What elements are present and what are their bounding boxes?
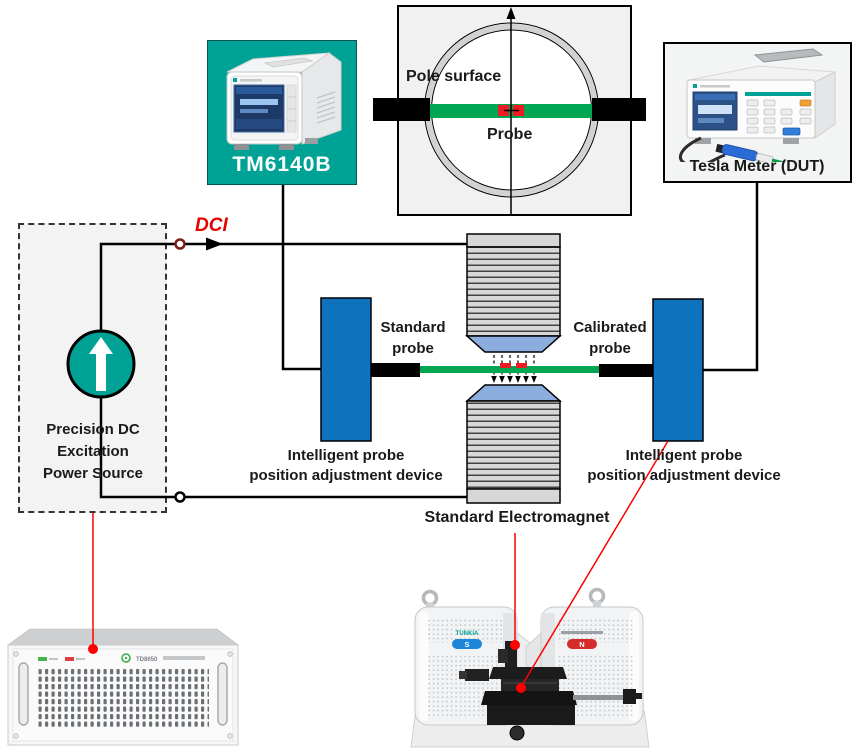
rack-screws	[13, 651, 233, 739]
probe-sensor-mark-right	[516, 363, 527, 368]
rack-brand-logo	[121, 653, 131, 663]
top-coil	[465, 233, 562, 353]
standard-probe-label: Standard probe	[380, 319, 446, 357]
tesla-meter-instrument-image	[678, 48, 837, 162]
calibrated-probe-label: Calibrated probe	[573, 319, 647, 357]
tesla-brand-mark	[693, 84, 697, 88]
probe-shaft	[420, 366, 599, 373]
eyebolt-left	[421, 589, 439, 607]
tesla-keypad-strip	[745, 92, 811, 96]
probe-sensor-mark-left	[500, 363, 511, 368]
wire-tm-to-left-adjuster	[281, 185, 321, 371]
tm-handle-slot	[263, 57, 314, 68]
south-pole-badge	[452, 639, 482, 649]
tesla-handle	[753, 48, 824, 63]
wire-right-adjuster-to-tesla	[703, 183, 759, 372]
dci-label: DCI	[195, 215, 228, 236]
right-adjuster-box	[652, 298, 704, 442]
field-line-arrows	[491, 355, 537, 383]
power-source-label: Precision DC Excitation Power Source	[42, 421, 144, 482]
rack-model-text: TD8650	[136, 657, 158, 663]
probe-holder-right	[599, 364, 653, 377]
top-pole-tip	[465, 335, 562, 353]
magnet-brand-text: TUNKIA	[456, 631, 479, 637]
rack-vent-grid	[37, 669, 209, 729]
terminal-negative	[174, 491, 186, 503]
alarm-led-red	[65, 657, 74, 661]
tesla-probe-cable	[678, 136, 726, 162]
tm-brand-mark	[233, 78, 237, 82]
bottom-coil	[465, 384, 562, 504]
left-adjuster-box	[320, 297, 372, 442]
svg-text:N: N	[579, 640, 584, 649]
tesla-keypad	[746, 99, 812, 134]
tm6140b-instrument-image	[226, 52, 342, 150]
right-adjuster-label: Intelligent probe position adjustment de…	[587, 447, 781, 484]
power-supply-rack-image: TD8650	[7, 628, 239, 746]
bottom-pole-tip	[465, 384, 562, 402]
pole-surface-label: Pole surface	[406, 68, 502, 85]
rack-handle-left	[18, 662, 29, 726]
left-adjuster-label: Intelligent probe position adjustment de…	[249, 447, 443, 484]
svg-text:S: S	[464, 640, 469, 649]
tesla-meter-label: Tesla Meter (DUT)	[689, 158, 825, 175]
terminal-positive	[174, 238, 186, 250]
probe-holder-left	[371, 363, 420, 377]
rack-handle-right	[217, 662, 228, 726]
dci-current-arrow	[206, 237, 223, 251]
eyebolt-right	[588, 587, 606, 605]
standard-electromagnet-label: Standard Electromagnet	[424, 509, 610, 526]
tm-vent-slots	[316, 91, 336, 124]
tm6140b-label: TM6140B	[232, 153, 332, 176]
tesla-probe-pen	[715, 143, 788, 162]
power-led-green	[38, 657, 47, 661]
electromagnet-image: TUNKIA S N	[410, 587, 650, 748]
magnet-model-text-bar	[561, 631, 603, 634]
pole-surface-inset-panel	[397, 5, 632, 216]
probe-label: Probe	[487, 126, 533, 143]
